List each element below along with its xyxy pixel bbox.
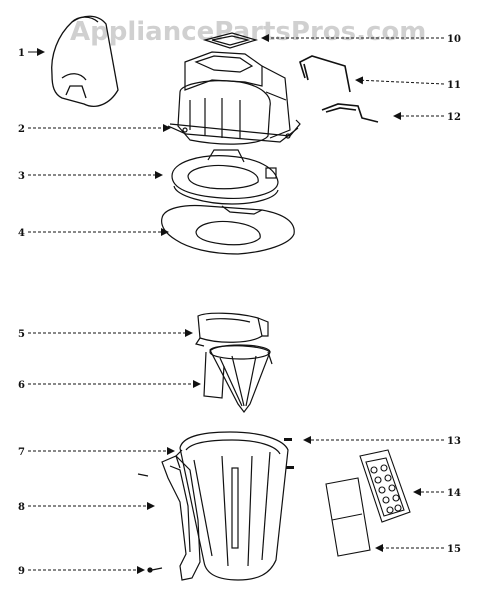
callout-5: 5: [18, 329, 25, 340]
part-8-handle: [137, 455, 201, 581]
callout-10: 10: [447, 34, 461, 45]
callout-8: 8: [18, 502, 25, 513]
callout-7: 7: [18, 447, 25, 458]
leader-11: [355, 76, 445, 85]
part-4-plate: [161, 204, 295, 255]
part-9-screw: [147, 567, 163, 573]
part-10-gasket: [202, 32, 259, 49]
part-2-housing: [167, 51, 301, 145]
callout-12: 12: [447, 112, 461, 123]
callout-labels: 1 2 3 4 5 6 7 8 9 10 11 12 13 14 15: [18, 34, 461, 577]
part-13-small: [284, 438, 294, 469]
callout-4: 4: [18, 228, 25, 239]
callout-1: 1: [18, 48, 25, 59]
part-7-carafe: [175, 431, 289, 581]
part-1-cover: [51, 15, 119, 107]
part-3-tray: [171, 149, 279, 205]
part-5-holder: [195, 312, 269, 347]
callout-6: 6: [18, 380, 25, 391]
part-15-pad: [325, 477, 371, 557]
callout-11: 11: [447, 80, 461, 91]
callout-15: 15: [447, 544, 461, 555]
part-12-clip: [321, 103, 379, 123]
callout-14: 14: [447, 488, 461, 499]
callout-2: 2: [18, 124, 25, 135]
leader-lines: [28, 34, 445, 574]
callout-3: 3: [18, 171, 25, 182]
part-14-frame: [359, 449, 411, 523]
callout-13: 13: [447, 436, 461, 447]
callout-9: 9: [18, 566, 25, 577]
part-6-basket: [203, 344, 273, 413]
part-11-wire: [299, 55, 351, 93]
